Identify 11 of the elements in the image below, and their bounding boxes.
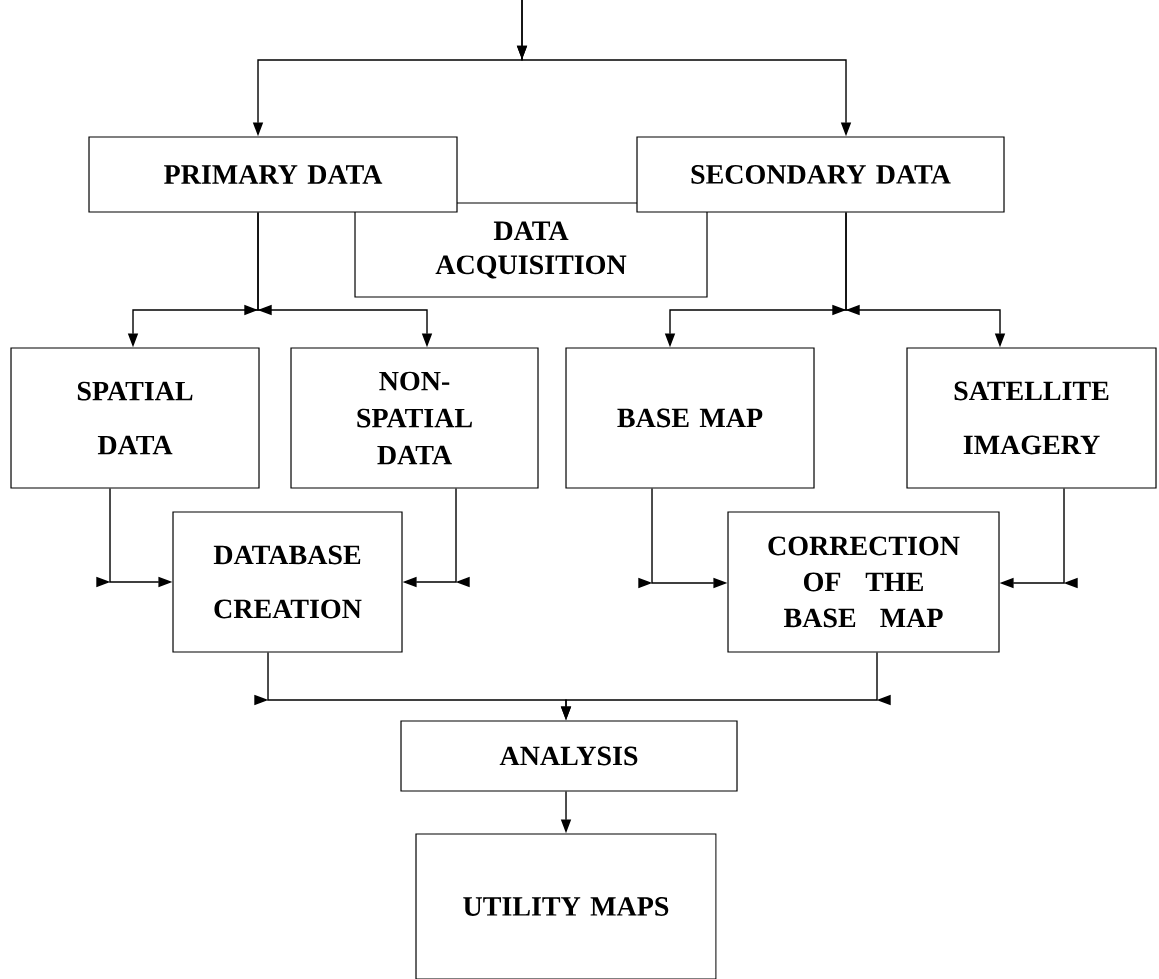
process-box: SPATIAL DATA: [10, 347, 260, 489]
process-box: UTILITY MAPS: [415, 833, 717, 979]
process-box: PRIMARY DATA: [88, 136, 458, 213]
process-box: SATELLITE IMAGERY: [906, 347, 1157, 489]
process-box: NON-SPATIAL DATA: [290, 347, 539, 489]
process-box: BASE MAP: [565, 347, 815, 489]
process-box: DATABASE CREATION: [172, 511, 403, 653]
process-box: DATA ACQUISITION: [354, 202, 708, 298]
process-box: CORRECTION OF THE BASE MAP: [727, 511, 1000, 653]
process-box: ANALYSIS: [400, 720, 738, 792]
process-box: SECONDARY DATA: [636, 136, 1005, 213]
